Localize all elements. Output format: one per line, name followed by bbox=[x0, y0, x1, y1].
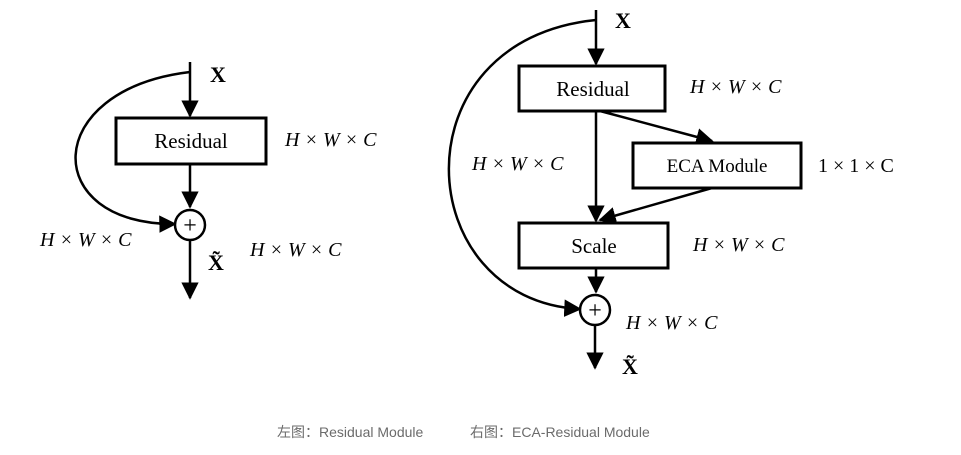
right-skip-connection-arrow bbox=[447, 18, 597, 317]
left-residual-module: X Residual H × W × C H × W × C + X̃ H × … bbox=[39, 62, 377, 300]
right-sum-dim: H × W × C bbox=[625, 312, 718, 334]
right-eca-box bbox=[631, 141, 803, 190]
left-sum-symbol: + bbox=[183, 213, 197, 239]
right-input-label: X bbox=[615, 8, 631, 33]
right-residual-box bbox=[517, 64, 667, 113]
left-output-dim: H × W × C bbox=[249, 239, 342, 261]
left-residual-dim: H × W × C bbox=[284, 129, 377, 151]
right-output-label: X̃ bbox=[622, 354, 638, 379]
left-skip-dim: H × W × C bbox=[39, 229, 132, 251]
right-scale-dim: H × W × C bbox=[692, 234, 785, 256]
left-residual-label: Residual bbox=[154, 129, 228, 153]
right-eca-to-scale-arrow bbox=[598, 186, 713, 225]
caption-right: 右图：ECA-Residual Module bbox=[470, 424, 650, 440]
right-eca-residual-module: X Residual H × W × C ECA Module 1 × 1 × … bbox=[447, 8, 894, 379]
right-scale-label: Scale bbox=[571, 234, 616, 258]
right-sum-symbol: + bbox=[588, 298, 602, 324]
right-eca-dim: 1 × 1 × C bbox=[818, 155, 894, 177]
right-scale-box bbox=[517, 221, 670, 270]
left-skip-connection-arrow bbox=[74, 70, 191, 233]
right-residual-to-eca-arrow bbox=[599, 109, 714, 146]
right-skip-dim: H × W × C bbox=[471, 153, 564, 175]
left-input-label: X bbox=[210, 62, 226, 87]
right-residual-label: Residual bbox=[556, 77, 630, 101]
right-residual-dim: H × W × C bbox=[689, 76, 782, 98]
right-eca-label: ECA Module bbox=[667, 156, 768, 177]
caption-left: 左图：Residual Module bbox=[277, 424, 424, 440]
left-output-label: X̃ bbox=[208, 250, 224, 275]
